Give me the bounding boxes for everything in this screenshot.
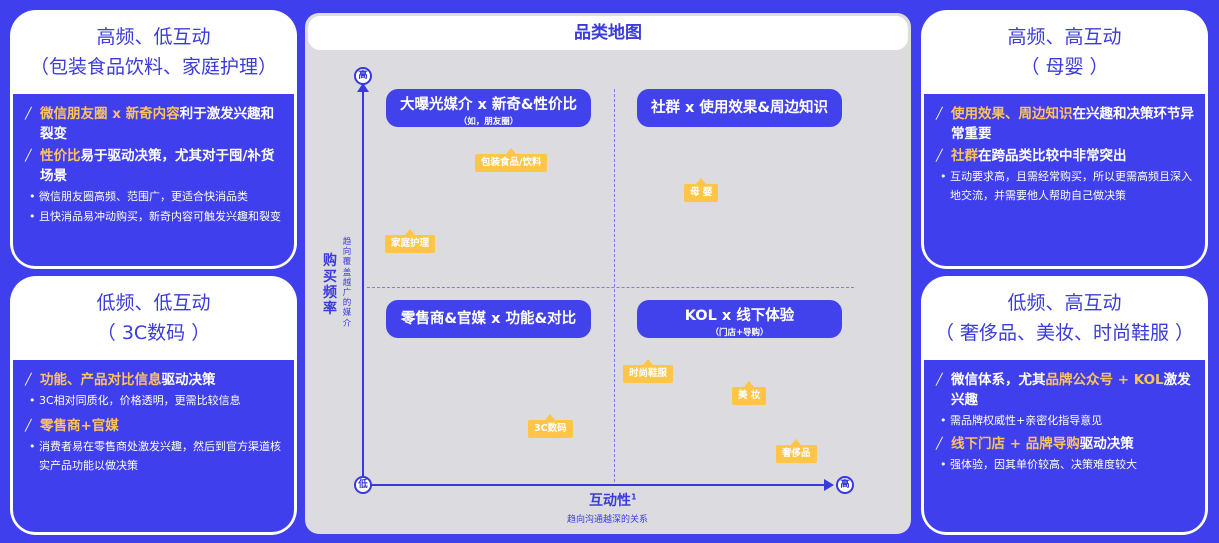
- tag-luxury: 奢侈品: [776, 439, 817, 463]
- quadrant-label: KOL x 线下体验: [684, 308, 795, 324]
- card-subtitle: （ 母婴 ）: [1020, 56, 1109, 78]
- footnote-marker: 1: [631, 492, 637, 502]
- sub-point: 且快消品易冲动购买，新奇内容可触发兴趣和裂变: [25, 207, 284, 226]
- y-axis-line: [362, 89, 364, 483]
- card-low-freq-low-interaction: 低频、低互动 （ 3C数码 ） 功能、产品对比信息驱动决策 3C相对同质化，价格…: [10, 276, 297, 535]
- point: 零售商+官媒: [25, 416, 284, 436]
- quadrant-box-top-left: 大曝光媒介 x 新奇&性价比 （如，朋友圈）: [386, 89, 591, 127]
- origin-low-marker: 低: [354, 476, 372, 494]
- quadrant-box-bottom-right: KOL x 线下体验 （门店+导购）: [637, 300, 842, 338]
- tag-beauty: 美 妆: [732, 381, 767, 405]
- tag-packaged-food: 包装食品/饮料: [475, 148, 548, 172]
- point-text: 在跨品类比较中非常突出: [978, 148, 1127, 164]
- sub-point: 强体验，因其单价较高、决策难度较大: [936, 455, 1195, 474]
- sub-point: 消费者易在零售商处激发兴趣，然后到官方渠道核实产品功能以做决策: [25, 437, 284, 475]
- highlight-text: 品牌公众号 + KOL: [1045, 372, 1164, 388]
- card-body: 功能、产品对比信息驱动决策 3C相对同质化，价格透明，更需比较信息 零售商+官媒…: [13, 360, 294, 532]
- card-body: 微信体系，尤其品牌公众号 + KOL激发兴趣 需品牌权威性+亲密化指导意见 线下…: [924, 360, 1205, 532]
- card-low-freq-high-interaction: 低频、高互动 （ 奢侈品、美妆、时尚鞋服 ） 微信体系，尤其品牌公众号 + KO…: [921, 276, 1208, 535]
- point: 性价比易于驱动决策，尤其对于囤/补货场景: [25, 146, 284, 186]
- x-axis-label-text: 互动性: [589, 493, 631, 509]
- x-axis-line: [363, 484, 826, 486]
- y-axis-label: 购买频率: [323, 253, 337, 317]
- tag-fashion: 时尚鞋服: [623, 359, 674, 383]
- category-map: 品类地图 高 低 高 购买频率 趋向覆盖越广的媒介 互动性1 趋向沟通越深的关系…: [305, 13, 911, 534]
- point: 微信朋友圈 x 新奇内容利于激发兴趣和裂变: [25, 104, 284, 144]
- point-text: 驱动决策: [1079, 436, 1134, 452]
- card-header: 低频、低互动 （ 3C数码 ）: [10, 276, 297, 360]
- tag-mother-baby: 母 婴: [684, 178, 719, 202]
- quadrant-label: 社群 x 使用效果&周边知识: [650, 100, 829, 116]
- card-subtitle: （ 奢侈品、美妆、时尚鞋服 ）: [934, 322, 1195, 344]
- map-title: 品类地图: [308, 16, 908, 50]
- highlight-text: 社群: [951, 148, 978, 164]
- point: 微信体系，尤其品牌公众号 + KOL激发兴趣: [936, 370, 1195, 410]
- quadrant-label: 大曝光媒介 x 新奇&性价比: [399, 97, 578, 113]
- point-text: 易于驱动决策，尤其对于囤/补货场景: [40, 148, 275, 184]
- card-title: 低频、低互动: [96, 292, 211, 314]
- quadrant-sublabel: （如，朋友圈）: [458, 117, 519, 127]
- card-title: 低频、高互动: [1007, 292, 1122, 314]
- highlight-text: 零售商+官媒: [40, 418, 119, 434]
- sub-point: 3C相对同质化，价格透明，更需比较信息: [25, 391, 284, 410]
- quadrant-divider-horizontal: [367, 287, 854, 288]
- quadrant-sublabel: （门店+导购）: [710, 328, 769, 338]
- sub-point: 微信朋友圈高频、范围广，更适合快消品类: [25, 187, 284, 206]
- x-axis-sublabel: 趋向沟通越深的关系: [567, 515, 649, 525]
- quadrant-divider-vertical: [614, 89, 615, 482]
- card-body: 使用效果、周边知识在兴趣和决策环节异常重要 社群在跨品类比较中非常突出 互动要求…: [924, 94, 1205, 266]
- card-header: 高频、高互动 （ 母婴 ）: [921, 10, 1208, 94]
- x-axis-label: 互动性1: [589, 490, 637, 510]
- quadrant-box-top-right: 社群 x 使用效果&周边知识: [637, 89, 842, 127]
- point: 社群在跨品类比较中非常突出: [936, 146, 1195, 166]
- card-header: 低频、高互动 （ 奢侈品、美妆、时尚鞋服 ）: [921, 276, 1208, 360]
- quadrant-box-bottom-left: 零售商&官媒 x 功能&对比: [386, 300, 591, 338]
- point-text: 利于激发兴趣和裂变: [40, 106, 275, 142]
- point: 线下门店 + 品牌导购驱动决策: [936, 434, 1195, 454]
- point: 使用效果、周边知识在兴趣和决策环节异常重要: [936, 104, 1195, 144]
- point-text: 激发兴趣: [951, 372, 1191, 408]
- point: 功能、产品对比信息驱动决策: [25, 370, 284, 390]
- highlight-text: 线下门店 + 品牌导购: [951, 436, 1080, 452]
- highlight-text: 功能、产品对比信息: [40, 372, 162, 388]
- y-axis-sublabel: 趋向覆盖越广的媒介: [342, 237, 352, 329]
- sub-point: 需品牌权威性+亲密化指导意见: [936, 411, 1195, 430]
- card-title: 高频、高互动: [1007, 26, 1122, 48]
- y-high-marker: 高: [354, 67, 372, 85]
- highlight-text: 使用效果、周边知识: [951, 106, 1073, 122]
- card-subtitle: （包装食品饮料、家庭护理）: [29, 56, 277, 78]
- card-high-freq-low-interaction: 高频、低互动 （包装食品饮料、家庭护理） 微信朋友圈 x 新奇内容利于激发兴趣和…: [10, 10, 297, 269]
- point-text: 微信体系，尤其: [951, 372, 1046, 388]
- tag-home-care: 家庭护理: [385, 229, 436, 253]
- x-high-marker: 高: [836, 476, 854, 494]
- x-axis-arrow-icon: [824, 479, 834, 491]
- sub-point: 互动要求高，且需经常购买，所以更需高频且深入地交流，并需要他人帮助自己做决策: [936, 167, 1195, 205]
- point-text: 驱动决策: [161, 372, 216, 388]
- highlight-text: 性价比: [40, 148, 81, 164]
- card-header: 高频、低互动 （包装食品饮料、家庭护理）: [10, 10, 297, 94]
- highlight-text: 微信朋友圈 x 新奇内容: [40, 106, 180, 122]
- card-subtitle: （ 3C数码 ）: [96, 322, 211, 344]
- tag-3c-digital: 3C数码: [528, 414, 573, 438]
- quadrant-label: 零售商&官媒 x 功能&对比: [400, 311, 577, 327]
- y-axis-arrow-icon: [357, 83, 369, 92]
- card-title: 高频、低互动: [96, 26, 211, 48]
- point-text: 在兴趣和决策环节异常重要: [951, 106, 1194, 142]
- card-high-freq-high-interaction: 高频、高互动 （ 母婴 ） 使用效果、周边知识在兴趣和决策环节异常重要 社群在跨…: [921, 10, 1208, 269]
- card-body: 微信朋友圈 x 新奇内容利于激发兴趣和裂变 性价比易于驱动决策，尤其对于囤/补货…: [13, 94, 294, 266]
